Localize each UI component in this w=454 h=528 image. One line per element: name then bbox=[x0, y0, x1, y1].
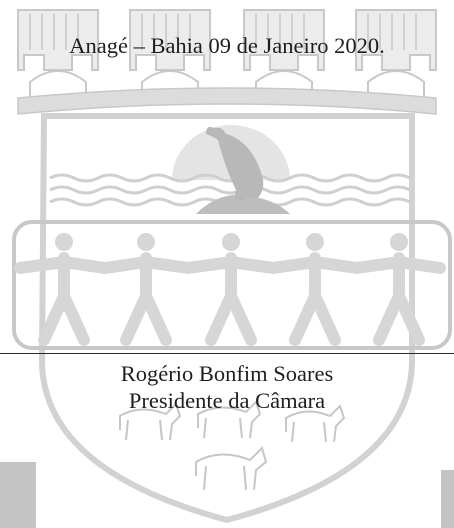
crown-vertical-stripes bbox=[29, 14, 417, 50]
goat-figures bbox=[119, 400, 346, 491]
crown-base-band bbox=[17, 87, 437, 115]
rock-shape bbox=[196, 194, 290, 214]
human-chain-figures bbox=[55, 233, 408, 251]
shield-left-bar bbox=[0, 462, 36, 528]
vulture-bird bbox=[206, 126, 264, 200]
place-date-line: Anagé – Bahia 09 de Janeiro 2020. bbox=[69, 33, 385, 58]
signatory-name: Rogério Bonfim Soares bbox=[120, 361, 334, 386]
shield-outline bbox=[38, 113, 415, 524]
human-chain-band bbox=[12, 220, 452, 350]
human-chain-limbs bbox=[14, 252, 446, 346]
coat-of-arms-icon bbox=[0, 9, 454, 528]
signatory-role: Presidente da Câmara bbox=[128, 388, 326, 413]
shield-right-bar bbox=[441, 470, 454, 528]
signature-line bbox=[0, 353, 454, 354]
